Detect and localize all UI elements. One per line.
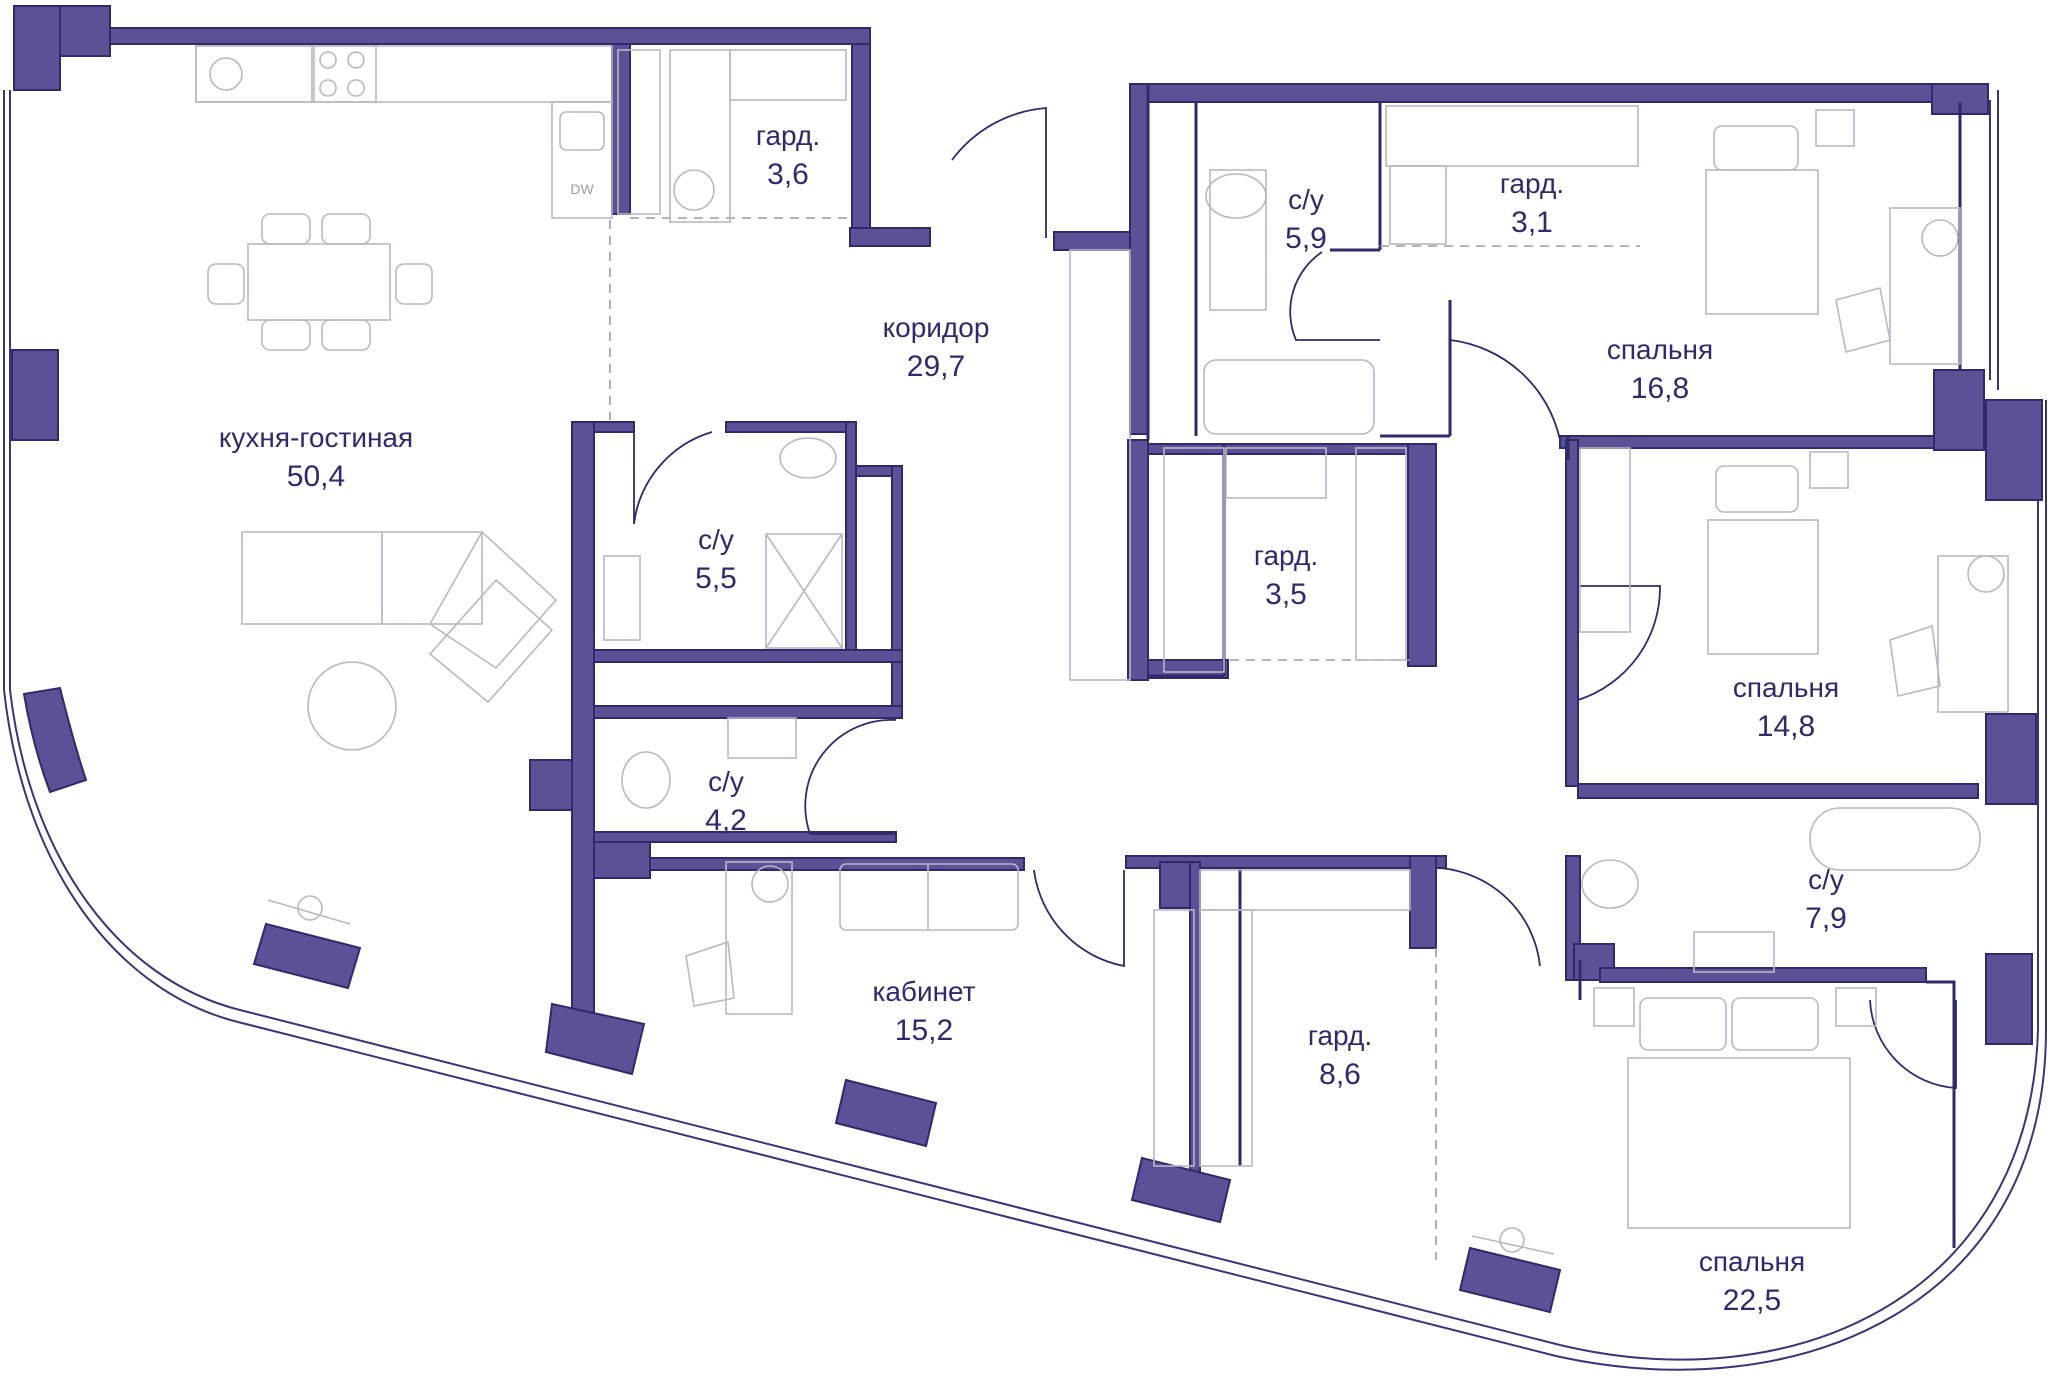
room-label-bedroom-22-5: спальня 22,5 [1632, 1248, 1872, 1316]
open-boundaries [609, 217, 1640, 1260]
room-area: 8,6 [1319, 1058, 1361, 1091]
wardrobe-fixtures [617, 49, 1639, 1167]
room-area: 50,4 [286, 460, 346, 493]
room-area: 22,5 [1722, 1284, 1782, 1317]
ceiling-ac-symbols [267, 895, 1555, 1255]
bathroom-fixtures [603, 169, 1981, 973]
room-label-wardrobe-3-6: гард. 3,6 [668, 122, 908, 190]
room-name: гард. [755, 120, 821, 151]
room-label-office: кабинет 15,2 [804, 978, 1044, 1046]
room-name: гард. [1253, 540, 1319, 571]
room-area: 15,2 [894, 1014, 954, 1047]
room-area: 3,1 [1511, 206, 1553, 239]
room-name: гард. [1307, 1020, 1373, 1051]
room-area: 7,9 [1805, 902, 1847, 935]
room-label-bathroom-5-9: с/у 5,9 [1186, 186, 1426, 254]
room-name: с/у [698, 524, 734, 555]
room-area: 14,8 [1756, 710, 1816, 743]
room-area: 3,5 [1265, 578, 1307, 611]
sofa [241, 530, 558, 751]
room-name: с/у [708, 766, 744, 797]
room-label-wardrobe-3-1: гард. 3,1 [1412, 170, 1652, 238]
room-name: коридор [882, 312, 990, 343]
room-name: кухня-гостиная [218, 422, 414, 453]
dining-table [207, 213, 433, 351]
room-name: спальня [1698, 1246, 1806, 1277]
room-label-bedroom-16-8: спальня 16,8 [1540, 336, 1780, 404]
room-name: кабинет [872, 976, 976, 1007]
room-label-bathroom-7-9: с/у 7,9 [1706, 866, 1946, 934]
room-area: 16,8 [1630, 372, 1690, 405]
doors [633, 107, 1957, 1089]
room-label-kitchen-living: кухня-гостиная 50,4 [196, 424, 436, 492]
room-area: 5,5 [695, 562, 737, 595]
room-label-bathroom-5-5: с/у 5,5 [596, 526, 836, 594]
room-name: спальня [1606, 334, 1714, 365]
room-label-corridor: коридор 29,7 [816, 314, 1056, 382]
room-label-wardrobe-8-6: гард. 8,6 [1220, 1022, 1460, 1090]
room-name: с/у [1808, 864, 1844, 895]
kitchen-counter: DW [195, 45, 613, 219]
room-label-wardrobe-3-5: гард. 3,5 [1166, 542, 1406, 610]
room-name: гард. [1499, 168, 1565, 199]
room-area: 5,9 [1285, 222, 1327, 255]
bedroom-furniture [685, 109, 2009, 1229]
walls [11, 5, 2043, 1314]
dishwasher-label: DW [570, 181, 594, 197]
room-area: 29,7 [906, 350, 966, 383]
room-name: спальня [1732, 672, 1840, 703]
exterior-wall [3, 90, 2047, 1371]
room-label-bedroom-14-8: спальня 14,8 [1666, 674, 1906, 742]
room-area: 4,2 [705, 804, 747, 837]
room-label-bathroom-4-2: с/у 4,2 [606, 768, 846, 836]
room-name: с/у [1288, 184, 1324, 215]
room-area: 3,6 [767, 158, 809, 191]
